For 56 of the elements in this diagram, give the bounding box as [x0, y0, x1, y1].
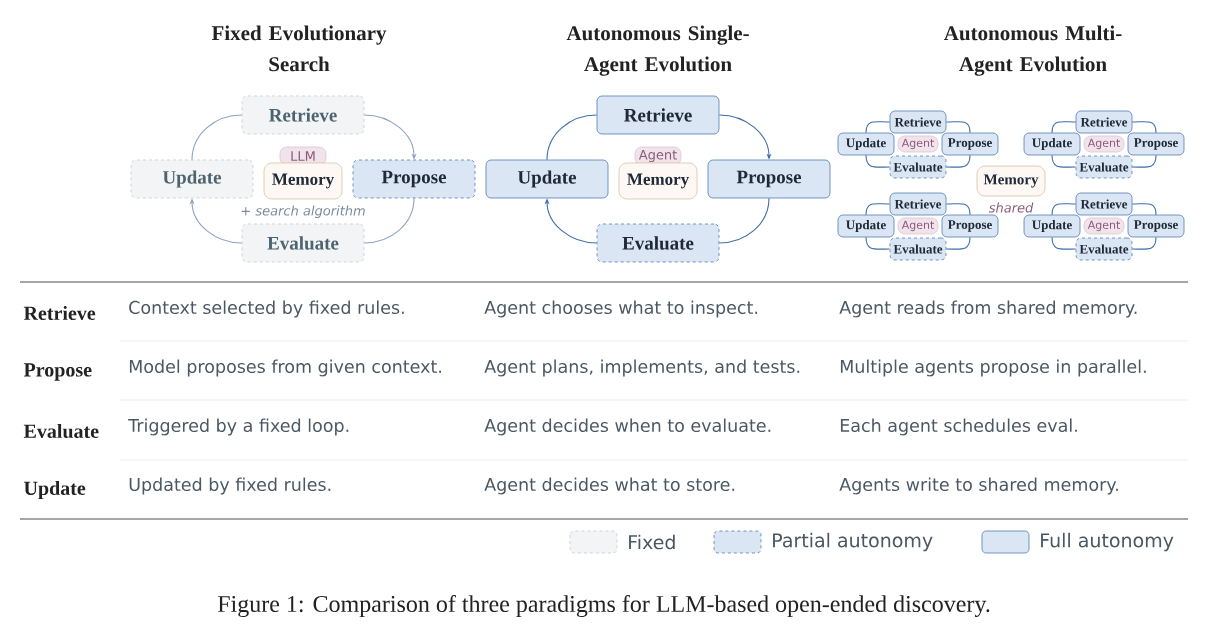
process-box: Update [837, 132, 895, 156]
process-box: Update [1023, 132, 1081, 156]
table-cell-text: Agent reads from shared memory. [839, 300, 1137, 318]
process-box: Propose [707, 159, 831, 199]
table-cell-text: Agent decides when to evaluate. [484, 418, 771, 436]
note-text: shared [988, 202, 1034, 213]
memory-box: Memory [976, 165, 1046, 197]
process-box: Retrieve [889, 110, 947, 134]
process-box: Retrieve [1075, 192, 1133, 216]
tag-pill: Agent [1083, 135, 1125, 153]
process-box: Propose [941, 132, 999, 156]
tag-pill: Agent [1083, 217, 1125, 235]
memory-box: Memory [618, 162, 698, 200]
process-box: Evaluate [889, 155, 947, 179]
table-cell-text: Each agent schedules eval. [840, 418, 1077, 436]
process-box: Update [130, 159, 254, 199]
caption: Figure 1: Comparison of three paradigms for LLM-based open-ended discovery. [217, 595, 990, 618]
process-box: Evaluate [889, 237, 947, 261]
process-box: Propose [1127, 132, 1185, 156]
table-cell-text: Agent plans, implements, and tests. [484, 359, 800, 377]
table-cell-text: Agent chooses what to inspect. [484, 300, 758, 318]
table-cell-text: Triggered by a fixed loop. [128, 418, 349, 436]
table-cell-text: Multiple agents propose in parallel. [840, 359, 1146, 377]
process-box: Update [1023, 214, 1081, 238]
table-cell-text: Context selected by fixed rules. [129, 300, 404, 318]
row-header: Retrieve [23, 305, 96, 321]
row-header: Update [24, 480, 86, 500]
process-box: Evaluate [1075, 237, 1133, 261]
process-box: Evaluate [1075, 155, 1133, 179]
process-box: Propose [352, 159, 476, 199]
process-box: Retrieve [241, 95, 365, 135]
process-box: Evaluate [241, 223, 365, 263]
tag-pill: Agent [897, 217, 939, 235]
note-text: + search algorithm [241, 205, 365, 219]
tag-pill: Agent [897, 135, 939, 153]
process-box: Update [837, 214, 895, 238]
legend-label: Partial autonomy [773, 532, 933, 552]
row-header: Evaluate [23, 423, 99, 439]
table-cell-text: Model proposes from given context. [129, 359, 441, 377]
process-box: Update [485, 159, 609, 199]
memory-box: Memory [263, 162, 343, 200]
table-cell-text: Agents write to shared memory. [839, 477, 1118, 495]
column-title: Autonomous Multi-Agent Evolution [943, 25, 1122, 76]
process-box: Retrieve [596, 95, 720, 135]
legend-label: Fixed [629, 534, 675, 550]
legend-label: Full autonomy [1041, 532, 1174, 552]
column-title: Autonomous Single-Agent Evolution [566, 25, 749, 76]
process-box: Propose [941, 214, 999, 238]
table-cell-text: Updated by fixed rules. [129, 477, 331, 495]
row-header: Propose [23, 363, 92, 381]
column-title: Fixed Evolutionary Search [211, 25, 387, 72]
process-box: Propose [1127, 214, 1185, 238]
process-box: Evaluate [596, 223, 720, 263]
process-box: Retrieve [889, 192, 947, 216]
table-cell-text: Agent decides what to store. [484, 477, 735, 495]
process-box: Retrieve [1075, 110, 1133, 134]
